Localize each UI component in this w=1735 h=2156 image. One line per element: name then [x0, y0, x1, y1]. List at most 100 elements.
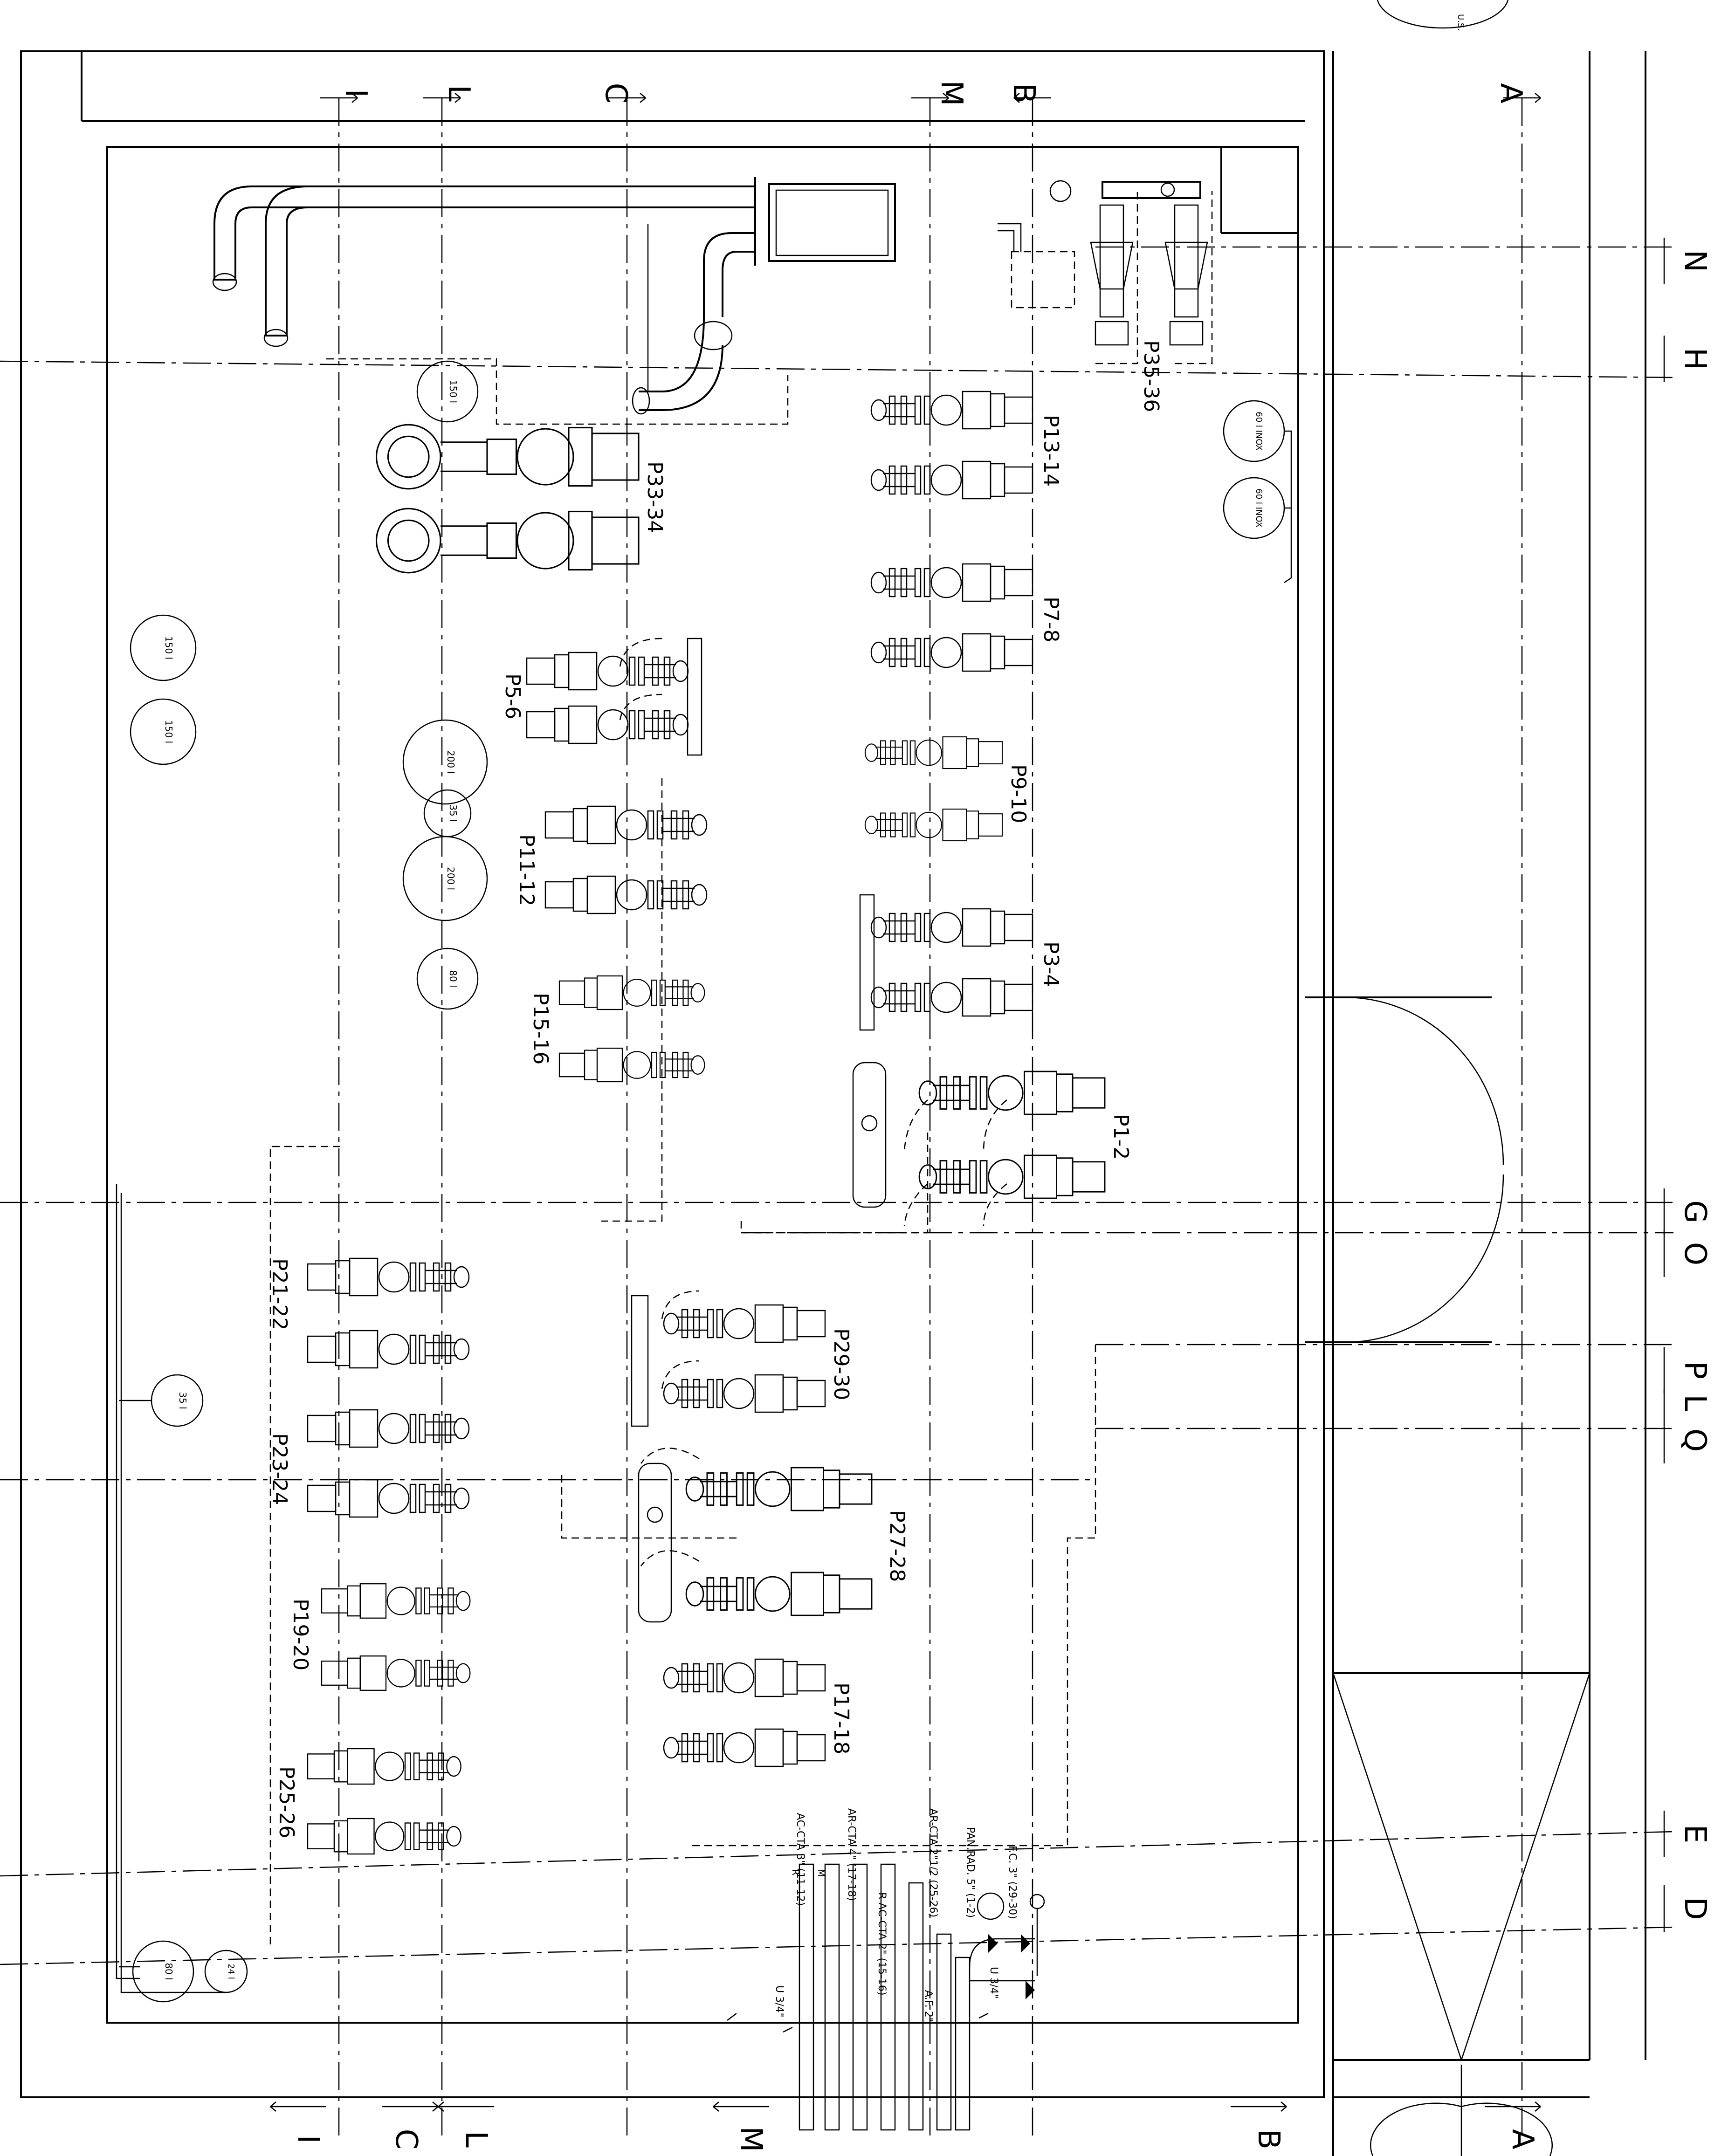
outer-wall	[20, 50, 1325, 2098]
marker-L-top: L	[423, 85, 476, 103]
riser-valve-a	[977, 1892, 1005, 1920]
pressure-gauge	[1049, 180, 1072, 202]
pipe-label-ar-cta-4: AR-CTA 4" (17-18)	[846, 1808, 857, 1901]
marker-P: P	[1663, 1347, 1712, 1394]
pump-group-p7-8: P7-8	[870, 563, 1063, 672]
svg-text:E: E	[1678, 1825, 1712, 1843]
riser-2	[824, 1863, 840, 2131]
svg-text:150 l: 150 l	[163, 636, 174, 659]
svg-text:M: M	[934, 80, 969, 106]
svg-text:H: H	[1678, 348, 1712, 370]
svg-text:I: I	[291, 2135, 325, 2144]
svg-text:A: A	[1494, 83, 1528, 103]
zone-c	[601, 778, 663, 1222]
door-top	[1377, 0, 1509, 29]
pump-label-p5-6: P5-6	[501, 673, 524, 719]
zone-a	[326, 358, 789, 425]
pipe-label-ac-cta-3: AC-CTA 3" (11-12)	[794, 1813, 806, 1906]
tank-60-inox-a: 60 l INOX	[1223, 400, 1285, 462]
marker-M-bottom: M	[713, 2101, 769, 2152]
marker-C-bottom: C	[382, 2101, 439, 2149]
svg-text:L: L	[459, 2131, 493, 2148]
marker-A-top: A	[1494, 83, 1541, 103]
heat-exchanger-inner	[775, 189, 889, 256]
zone-outlines	[269, 358, 1096, 1948]
collector	[1102, 181, 1201, 199]
svg-text:M: M	[734, 2126, 768, 2152]
pump-p36-motor	[1169, 321, 1204, 346]
riser-elbow	[639, 316, 723, 411]
tank-200-a: 200 l	[402, 719, 488, 805]
marker-A-bottom: A	[1485, 2101, 1541, 2149]
pump-label-p33-34: P33-34	[643, 461, 667, 533]
stair-diag-b	[1460, 1673, 1590, 2060]
pump-group-p15-16: P15-16	[529, 975, 705, 1083]
marker-I-bottom: I	[270, 2101, 326, 2144]
pipe-label-pan-rad: PAN.RAD. 5" (1-2)	[964, 1827, 976, 1918]
inox-pipe	[1284, 430, 1292, 584]
riser-valve	[694, 321, 733, 350]
door-label: U.S.	[1456, 14, 1466, 31]
pump-group-p21-22: P21-22	[268, 1257, 470, 1369]
pump-label-p21-22: P21-22	[268, 1258, 291, 1330]
marker-B-bottom: B	[1231, 2101, 1287, 2149]
pump-group-p33-34: P33-34	[375, 424, 667, 574]
marker-I-top: I	[320, 89, 373, 103]
pump-label-p15-16: P15-16	[529, 993, 552, 1064]
section-markers-bottom: I C L M B A	[270, 2101, 1541, 2152]
marker-G: G	[1663, 1188, 1712, 1235]
pipe-label-m: M	[816, 1869, 827, 1877]
svg-text:150 l: 150 l	[448, 380, 459, 403]
marker-H: H	[1663, 336, 1712, 382]
section-line-D	[0, 1926, 1674, 1965]
pump-group-p23-24: P23-24	[268, 1409, 470, 1518]
pipe-label-r: R	[790, 1869, 801, 1875]
svg-text:N: N	[1678, 250, 1712, 272]
walls	[20, 50, 1646, 2156]
main-pipe-elbow-a	[213, 185, 252, 281]
pump-group-p27-28: P27-28	[638, 1448, 909, 1623]
riser-6	[936, 1933, 952, 2131]
section-markers-right: N H G O P L Q E	[1663, 238, 1712, 1932]
pump-group-p35-36: P35-36	[998, 180, 1213, 412]
pipe-label-af: A.F. 2"	[923, 1990, 934, 2022]
pump-label-p19-20: P19-20	[289, 1599, 312, 1670]
pump-group-p9-10: P9-10	[864, 736, 1030, 842]
door-swing-b	[1344, 1174, 1504, 1343]
pump-p36	[1174, 204, 1199, 318]
doors: U.S.	[1344, 0, 1553, 2156]
riser-1	[799, 1863, 814, 2131]
marker-D: D	[1663, 1885, 1712, 1932]
pump-label-p25-26: P25-26	[275, 1766, 298, 1838]
svg-text:D: D	[1678, 1897, 1712, 1920]
main-pipe-a	[308, 185, 755, 208]
marker-L-right: L	[1663, 1389, 1712, 1417]
riser-7	[955, 1957, 971, 2131]
pump-group-p29-30: P29-30	[631, 1290, 853, 1427]
svg-text:B: B	[1251, 2129, 1286, 2149]
section-line-H	[0, 360, 1674, 378]
tank-80-a: 80 l	[416, 948, 479, 1010]
door-swing-a	[1344, 996, 1504, 1166]
svg-text:G: G	[1678, 1200, 1712, 1223]
svg-text:24 l: 24 l	[226, 1964, 236, 1979]
heat-exchanger	[768, 183, 896, 262]
pump-group-p13-14: P13-14	[870, 391, 1063, 500]
zone-e	[690, 1345, 1096, 1847]
marker-C-top: C	[599, 83, 646, 103]
section-lines	[0, 98, 1674, 2139]
riser-bundle	[727, 1863, 1045, 2131]
svg-text:I: I	[338, 89, 373, 98]
svg-text:150 l: 150 l	[163, 720, 174, 743]
tank-24: 24 l	[204, 1950, 248, 1993]
pump-label-p35-36: P35-36	[1139, 340, 1163, 412]
inner-room-outline	[106, 146, 1299, 2024]
pipe-end-b	[263, 329, 289, 347]
svg-text:B: B	[1006, 83, 1041, 103]
svg-text:80 l: 80 l	[448, 970, 459, 987]
tank-150-c: 150 l	[130, 698, 197, 765]
riser-end	[632, 387, 650, 415]
svg-text:L: L	[1678, 1394, 1712, 1411]
main-pipe-a-ext	[252, 185, 308, 208]
pump-label-p1-2: P1-2	[1109, 1114, 1133, 1160]
